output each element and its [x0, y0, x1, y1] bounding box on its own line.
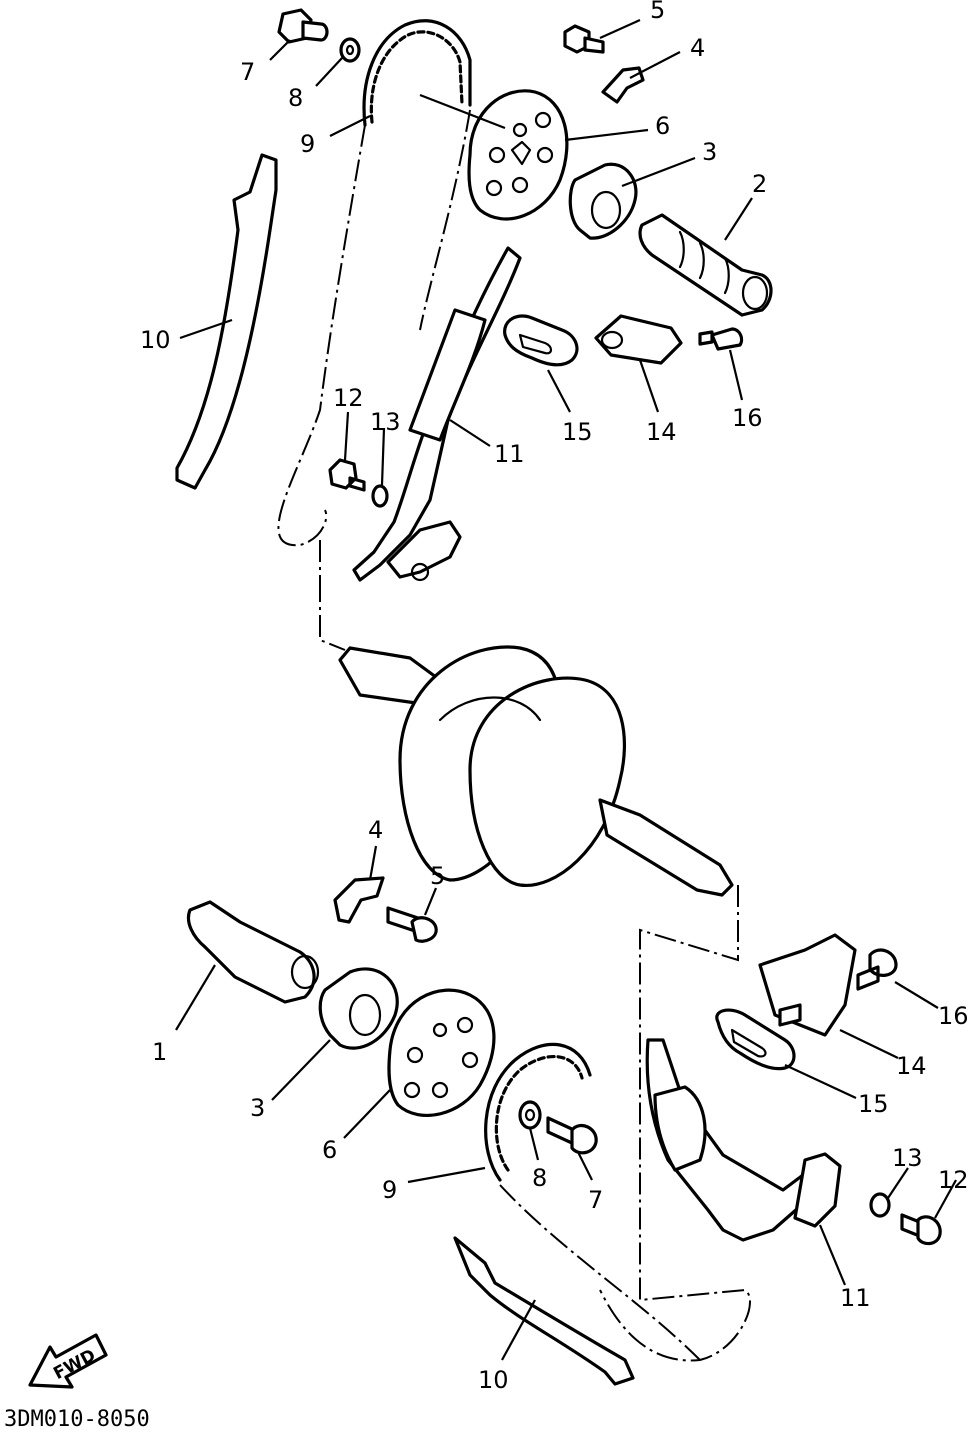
cam-sprocket-top: [467, 89, 569, 221]
callout-16-bottom: 16: [938, 1002, 968, 1030]
crank-centerline: [319, 580, 346, 651]
callout-2-top: 2: [752, 170, 767, 198]
bolt-16-bottom: [856, 948, 898, 991]
gasket-top: [503, 314, 579, 367]
gasket-bottom: [715, 1008, 796, 1071]
leader-lines: [175, 18, 957, 1361]
callout-5-bottom: 5: [430, 862, 445, 890]
cam-chain-top: [277, 19, 472, 547]
washer-13-bottom: [869, 1192, 891, 1218]
washer-top: [339, 37, 361, 63]
plate-4-top: [601, 66, 645, 104]
bolt-16-top: [698, 327, 744, 351]
callout-12-bottom: 12: [938, 1166, 968, 1194]
callout-7-top: 7: [240, 58, 255, 86]
callout-12-top: 12: [333, 384, 364, 412]
callout-4-top: 4: [690, 34, 705, 62]
callout-8-bottom: 8: [532, 1164, 547, 1192]
washer-13-top: [371, 484, 389, 508]
callout-9-top: 9: [300, 130, 315, 158]
callout-3-bottom: 3: [250, 1094, 265, 1122]
callout-11-top: 11: [494, 440, 525, 468]
fwd-arrow: FWD: [28, 1333, 108, 1389]
callout-13-top: 13: [370, 408, 401, 436]
callout-9-bottom: 9: [382, 1176, 397, 1204]
callout-6-top: 6: [655, 112, 670, 140]
bolt-5-bottom: [386, 906, 438, 943]
callout-16-top: 16: [732, 404, 763, 432]
camshaft-bottom: [186, 900, 320, 1004]
cam-chain-bottom: [484, 1042, 701, 1361]
cam-bush-bottom: [318, 967, 399, 1050]
bolt-7-bottom: [546, 1116, 598, 1155]
bolt-12-bottom: [900, 1213, 942, 1246]
callout-14-bottom: 14: [896, 1052, 927, 1080]
callout-15-top: 15: [562, 418, 593, 446]
callout-11-bottom: 11: [840, 1284, 871, 1312]
callout-6-bottom: 6: [322, 1136, 337, 1164]
callout-10-bottom: 10: [478, 1366, 509, 1394]
tensioner-bottom: [758, 933, 857, 1037]
washer-8-bottom: [518, 1100, 542, 1130]
diagram-code: 3DM010-8050: [4, 1407, 150, 1432]
callout-7-bottom: 7: [588, 1186, 603, 1214]
callout-10-top: 10: [140, 326, 171, 354]
callout-5-top: 5: [650, 0, 665, 24]
callout-8-top: 8: [288, 84, 303, 112]
cam-sprocket-bottom: [387, 988, 496, 1117]
crankshaft: [338, 645, 734, 897]
callout-13-bottom: 13: [892, 1144, 923, 1172]
callout-14-top: 14: [646, 418, 677, 446]
callout-4-bottom: 4: [368, 816, 383, 844]
callout-3-top: 3: [702, 138, 717, 166]
chain-guide-bottom: [453, 1236, 635, 1386]
tensioner-guide-top: [352, 246, 522, 582]
tensioner-top: [594, 314, 683, 365]
plate-4-bottom: [333, 876, 385, 924]
bolt-12-top: [328, 458, 366, 492]
bolt-top: [277, 8, 329, 44]
callout-1-bottom: 1: [152, 1038, 167, 1066]
camshaft-top: [638, 213, 773, 317]
callout-15-bottom: 15: [858, 1090, 889, 1118]
bolt-5-top: [563, 24, 605, 54]
callouts-bottom: 4 5 1 3 6 9 8 7 10 16 14 15 13 12 11: [152, 816, 968, 1394]
cam-bush-top: [568, 162, 638, 240]
callouts-top: 7 8 9 5 4 6 3 2 10 12 13 11 15 14 16: [140, 0, 767, 468]
tensioner-guide-bottom: [645, 1038, 842, 1242]
